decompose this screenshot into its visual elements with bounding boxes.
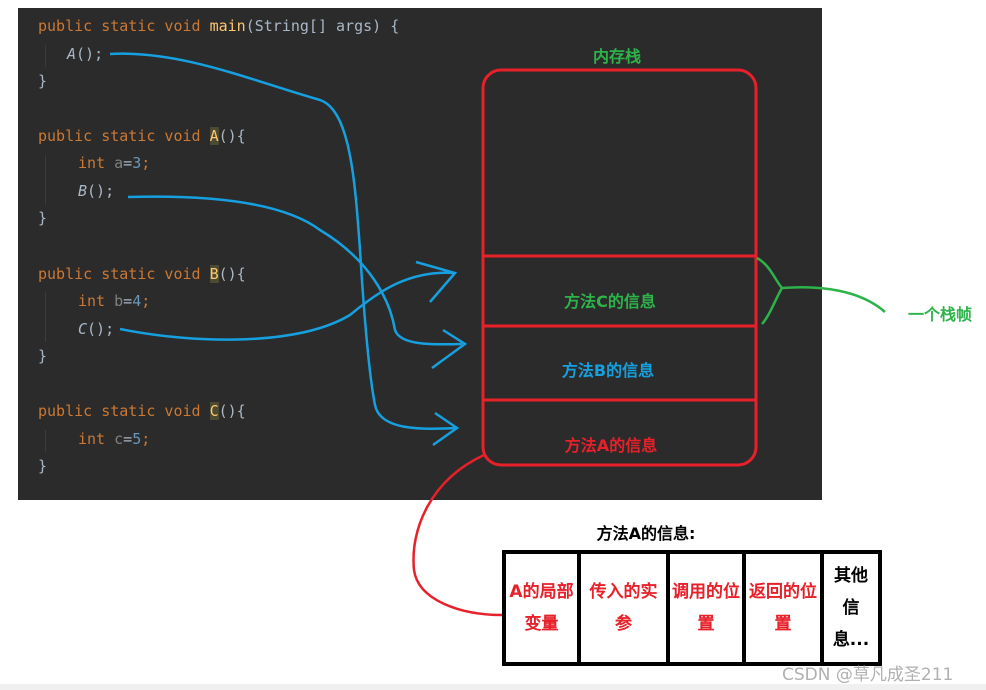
code-token: =: [123, 154, 133, 172]
indent-guide: [45, 45, 46, 67]
arrow-a-to-b: [127, 195, 463, 346]
code-token: 3: [132, 154, 142, 172]
frame-bracket: [756, 256, 886, 325]
code-token: (){: [218, 265, 246, 283]
code-token: 4: [132, 292, 142, 310]
code-line: public static void A(){: [38, 127, 246, 145]
code-token: A: [67, 45, 77, 63]
code-token: =: [123, 430, 133, 448]
frame-c: 方法C的信息: [564, 292, 656, 311]
code-line: }: [38, 209, 47, 227]
stack-box: [481, 68, 758, 467]
code-token: =: [123, 292, 133, 310]
indent-guide: [45, 292, 46, 342]
code-token: int: [78, 154, 115, 172]
code-token: C: [209, 402, 219, 420]
code-line: B();: [78, 182, 114, 200]
code-token: int: [78, 430, 115, 448]
code-line: }: [38, 457, 47, 475]
arrow-main-to-a: [109, 52, 456, 431]
cell-other: 其他信息...: [832, 566, 870, 650]
code-token: main: [209, 17, 246, 35]
arrowhead: [432, 411, 460, 447]
code-token: }: [38, 209, 48, 227]
watermark: CSDN @草凡成圣211: [782, 665, 954, 685]
frame-label: 一个栈帧: [907, 305, 973, 324]
footer-bar: [0, 684, 986, 690]
frame-b: 方法B的信息: [561, 361, 655, 380]
code-token: a: [114, 154, 124, 172]
arrow-b-to-c: [119, 271, 456, 341]
code-token: c: [114, 430, 124, 448]
indent-guide: [45, 430, 46, 452]
indent-guide: [45, 155, 46, 205]
code-token: b: [114, 292, 124, 310]
code-token: B: [209, 265, 219, 283]
code-token: 5: [132, 430, 142, 448]
arrowhead: [415, 260, 458, 303]
code-line: }: [38, 72, 47, 90]
code-token: ;: [141, 154, 151, 172]
detail-connector: [412, 453, 503, 617]
code-line: public static void C(){: [38, 402, 246, 420]
code-editor: [18, 8, 822, 500]
code-line: A();: [67, 45, 103, 63]
cell-args: 传入的实参: [581, 554, 670, 662]
code-token: ();: [87, 182, 115, 200]
code-token: (String[] args) {: [245, 17, 400, 35]
code-token: (){: [218, 402, 246, 420]
code-line: int a=3;: [78, 154, 150, 172]
code-line: public static void main(String[] args) {: [38, 17, 399, 35]
stack-title: 内存栈: [592, 47, 642, 66]
code-line: }: [38, 347, 47, 365]
code-token: ();: [76, 45, 104, 63]
code-token: (){: [218, 127, 246, 145]
cell-call-site: 调用的位置: [670, 554, 746, 662]
arrowhead: [431, 328, 468, 370]
code-token: public static void: [38, 402, 210, 420]
code-line: public static void B(){: [38, 265, 246, 283]
code-token: A: [209, 127, 219, 145]
code-token: B: [78, 182, 88, 200]
detail-title: 方法A的信息:: [596, 524, 696, 543]
code-token: public static void: [38, 127, 210, 145]
code-token: }: [38, 72, 48, 90]
code-line: C();: [78, 320, 114, 338]
code-line: int b=4;: [78, 292, 150, 310]
frame-a: 方法A的信息: [564, 436, 658, 455]
code-token: int: [78, 292, 115, 310]
frame-detail-table: A的局部变量 传入的实参 调用的位置 返回的位置 其他信息...: [502, 550, 882, 666]
code-token: }: [38, 457, 48, 475]
code-token: C: [78, 320, 88, 338]
code-token: public static void: [38, 265, 210, 283]
cell-return-addr: 返回的位置: [746, 554, 824, 662]
code-token: }: [38, 347, 48, 365]
code-line: int c=5;: [78, 430, 150, 448]
code-token: ;: [141, 430, 151, 448]
code-token: public static void: [38, 17, 210, 35]
code-token: ();: [87, 320, 115, 338]
cell-local-vars: A的局部变量: [506, 554, 581, 662]
code-token: ;: [141, 292, 151, 310]
